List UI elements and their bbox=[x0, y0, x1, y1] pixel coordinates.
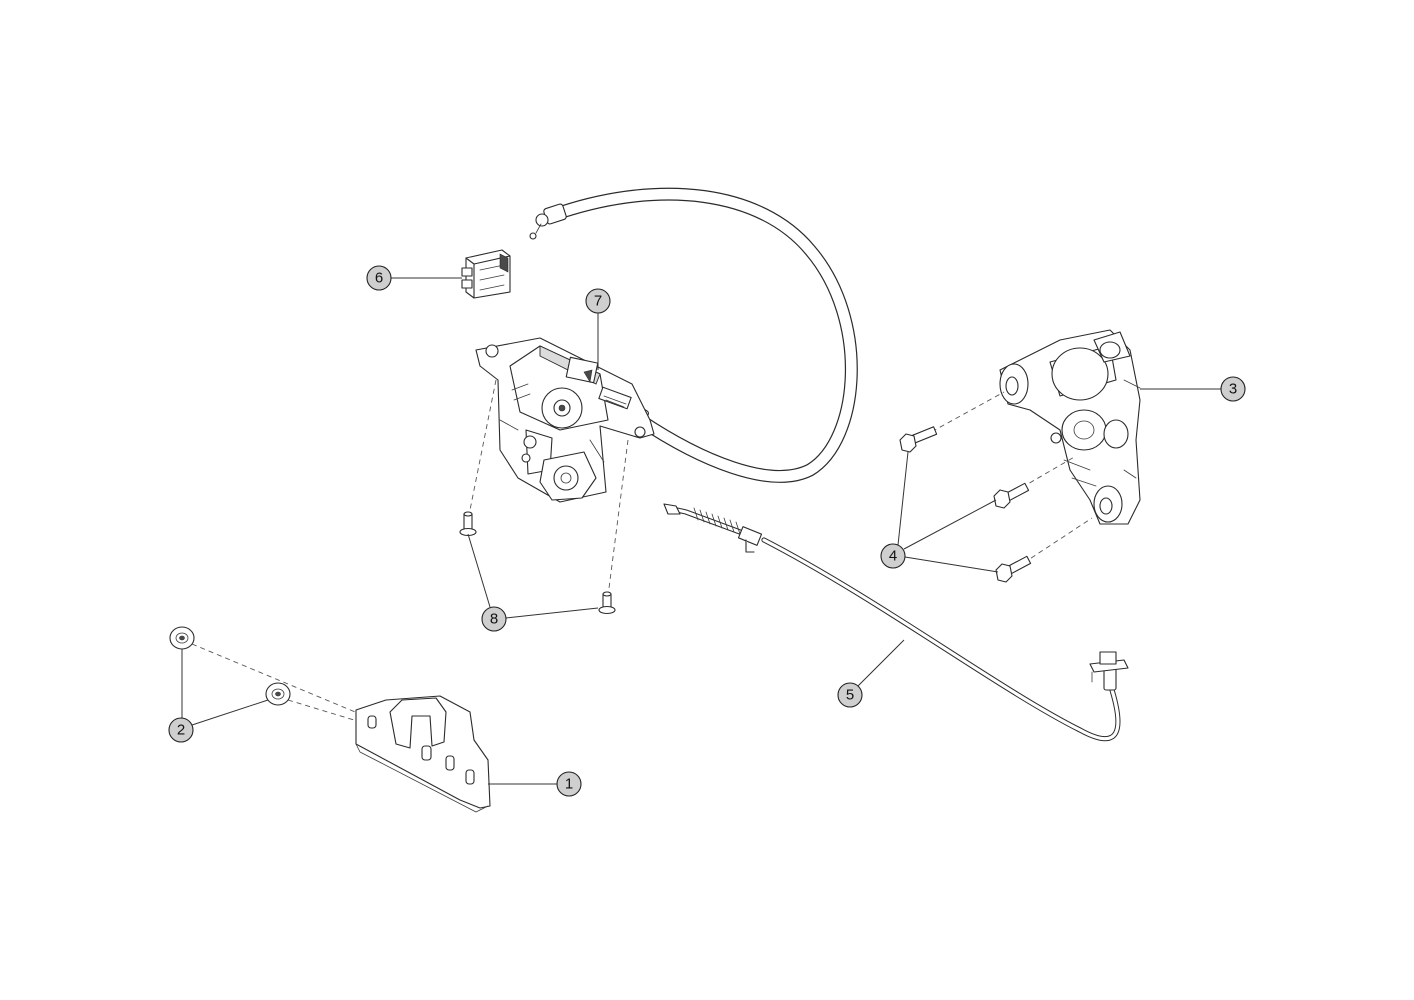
leader-5 bbox=[857, 639, 905, 687]
callout-7: 7 bbox=[585, 288, 611, 314]
callout-1: 1 bbox=[556, 771, 582, 797]
leader-8a bbox=[467, 533, 491, 608]
callout-6: 6 bbox=[366, 265, 392, 291]
callout-5: 5 bbox=[837, 682, 863, 708]
electrical-connector bbox=[461, 249, 511, 299]
callout-8-label: 8 bbox=[490, 611, 498, 628]
callout-8: 8 bbox=[481, 606, 507, 632]
actuator-bolt-middle bbox=[993, 455, 1077, 509]
callout-4-label: 4 bbox=[889, 548, 897, 565]
mounting-pin-right bbox=[598, 439, 629, 615]
callout-6-label: 6 bbox=[375, 270, 383, 287]
actuator-bolt-top bbox=[899, 391, 1005, 453]
callout-7-label: 7 bbox=[594, 293, 602, 310]
callout-5-label: 5 bbox=[846, 687, 854, 704]
leader-4a bbox=[897, 451, 909, 546]
flange-nut-right bbox=[265, 682, 421, 741]
leader-lines bbox=[181, 277, 1221, 785]
callout-1-label: 1 bbox=[565, 776, 573, 793]
callout-4: 4 bbox=[880, 543, 906, 569]
lock-actuator-motor bbox=[999, 329, 1141, 525]
callout-3: 3 bbox=[1220, 376, 1246, 402]
leader-2b bbox=[191, 699, 269, 726]
callout-3-label: 3 bbox=[1229, 381, 1237, 398]
striker-plate bbox=[355, 695, 491, 813]
release-cable-spring bbox=[663, 503, 1129, 742]
leader-4b bbox=[903, 499, 997, 550]
leader-4c bbox=[904, 556, 999, 573]
callout-2: 2 bbox=[168, 717, 194, 743]
leader-8b bbox=[505, 607, 599, 619]
flange-nut-left bbox=[169, 626, 361, 715]
callout-2-label: 2 bbox=[177, 722, 185, 739]
actuator-bolt-bottom bbox=[995, 517, 1093, 583]
mounting-pin-left bbox=[459, 379, 497, 537]
tailgate-lock-latch bbox=[475, 337, 655, 503]
